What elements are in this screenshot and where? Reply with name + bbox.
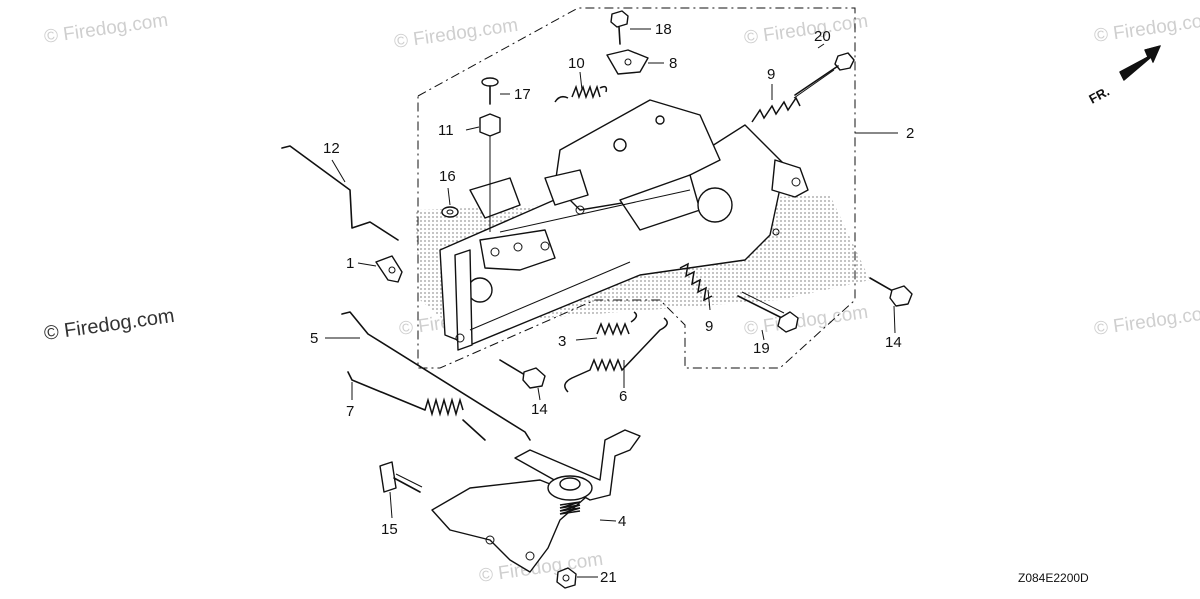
callout-9-upper: 9 bbox=[767, 66, 775, 83]
callout-9-lower: 9 bbox=[705, 318, 713, 335]
callout-14-left: 14 bbox=[531, 401, 548, 418]
clip-8 bbox=[606, 49, 649, 75]
callout-11: 11 bbox=[438, 122, 454, 139]
watermark-primary: © Firedog.com bbox=[43, 305, 176, 345]
spring-3 bbox=[596, 311, 638, 337]
callout-18: 18 bbox=[655, 21, 672, 38]
spring-9-upper bbox=[751, 96, 801, 123]
watermark: © Firedog.com bbox=[1093, 302, 1200, 340]
spring-9-lower bbox=[679, 262, 713, 302]
front-label: FR. bbox=[1086, 84, 1112, 107]
control-base-bracket bbox=[439, 99, 809, 351]
callout-8: 8 bbox=[669, 55, 677, 72]
callout-10: 10 bbox=[568, 55, 585, 72]
callout-15: 15 bbox=[381, 521, 398, 538]
nut-11 bbox=[479, 113, 501, 232]
spring-10 bbox=[554, 84, 608, 103]
nut-21 bbox=[556, 567, 577, 589]
bolt-14-left bbox=[499, 359, 546, 389]
diagram-code: Z084E2200D bbox=[1018, 571, 1089, 585]
callout-7: 7 bbox=[346, 403, 354, 420]
callout-19: 19 bbox=[753, 340, 770, 357]
spring-6 bbox=[564, 317, 668, 393]
callout-21: 21 bbox=[600, 569, 617, 586]
bolt-20 bbox=[793, 52, 855, 99]
front-direction-marker: FR. bbox=[1086, 45, 1161, 107]
callout-17: 17 bbox=[514, 86, 531, 103]
control-lever-4 bbox=[431, 429, 641, 573]
leader-lines bbox=[325, 28, 898, 578]
watermark: © Firedog.com bbox=[43, 10, 170, 48]
bolt-18 bbox=[610, 10, 629, 45]
screw-17 bbox=[481, 77, 499, 105]
watermark: © Firedog.com bbox=[1093, 9, 1200, 47]
callout-16: 16 bbox=[439, 168, 456, 185]
callout-labels: 18 8 10 20 9 17 11 2 12 16 1 5 3 9 19 14… bbox=[310, 21, 914, 586]
callout-3: 3 bbox=[558, 333, 566, 350]
bolt-19 bbox=[737, 291, 799, 333]
rod-spring-7 bbox=[347, 371, 486, 441]
assembly-boundary bbox=[417, 7, 856, 369]
washer-16 bbox=[441, 206, 459, 218]
rod-5 bbox=[341, 311, 531, 441]
bolt-15 bbox=[379, 461, 423, 493]
watermark: © Firedog.com bbox=[743, 11, 870, 49]
callout-12: 12 bbox=[323, 140, 340, 157]
arrow-right-icon bbox=[1119, 45, 1161, 81]
callout-1: 1 bbox=[346, 255, 354, 272]
bolt-14-right bbox=[869, 277, 913, 307]
rod-12 bbox=[281, 145, 399, 241]
callout-5: 5 bbox=[310, 330, 318, 347]
callout-2: 2 bbox=[906, 125, 914, 142]
callout-4: 4 bbox=[618, 513, 626, 530]
callout-6: 6 bbox=[619, 388, 627, 405]
watermark: © Firedog.com bbox=[393, 15, 520, 53]
clamp-1 bbox=[375, 255, 403, 283]
callout-14-right: 14 bbox=[885, 334, 902, 351]
callout-20: 20 bbox=[814, 28, 831, 45]
